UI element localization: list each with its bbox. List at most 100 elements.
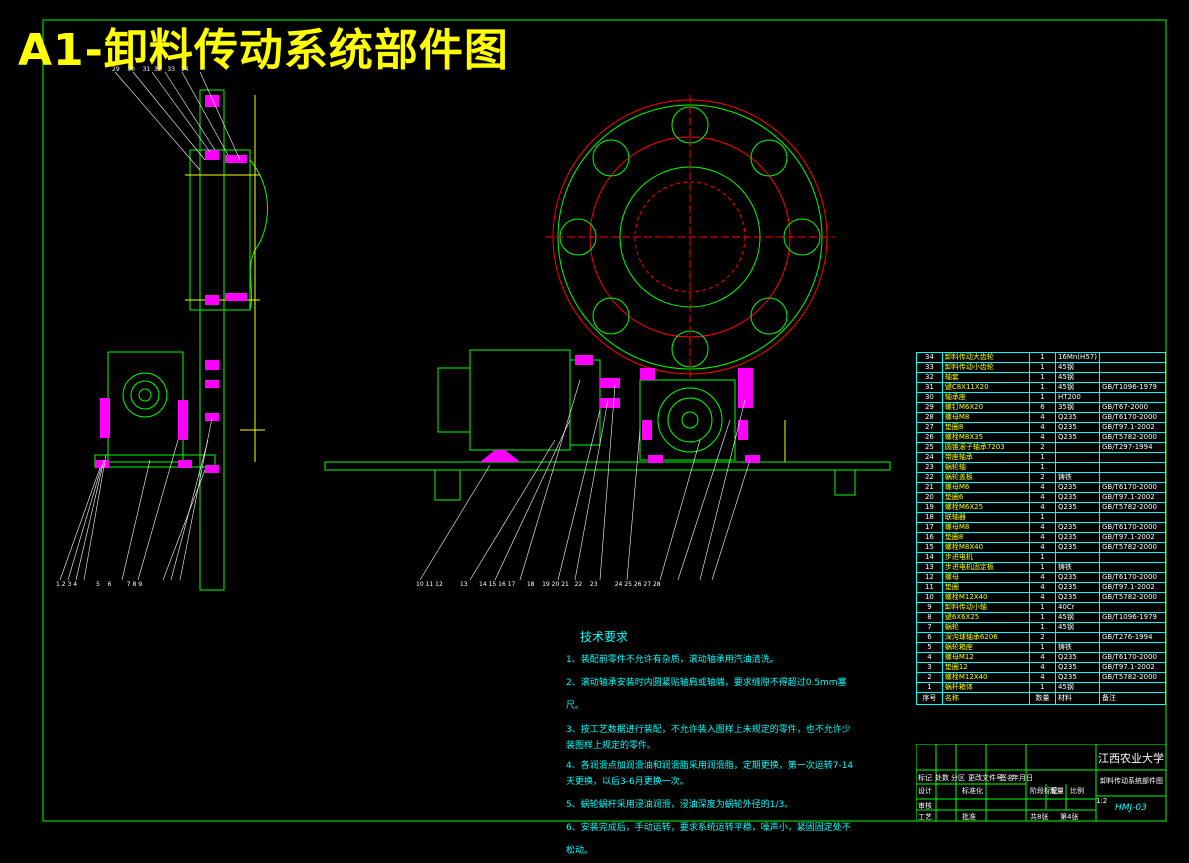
callout-center: 10 11 12 13 14 15 16 17 18 19 20 21 22 2… [416,581,661,588]
tb-scale: 1:2 [1096,797,1108,805]
bom-cell-std: GB/T276-1994 [1098,632,1167,643]
leader-lines [59,71,751,581]
bom-cell-qty: 1 [1029,372,1056,383]
bom-cell-std [1098,392,1167,403]
bom-cell-qty: 1 [1029,452,1056,463]
bom-cell-name: 螺钉M6X20 [941,402,1031,413]
bom-cell-no: 17 [916,522,943,533]
bom-cell-std [1098,452,1167,463]
bom-cell-mat: 铸铁 [1054,562,1100,573]
bom-cell-name: 螺栓M8X35 [941,432,1031,443]
tb-sheet-no: 第4张 [1060,813,1079,821]
bom-cell-mat: 35钢 [1054,402,1100,413]
bom-cell-std [1098,562,1167,573]
bom-cell-std: GB/T6170-2000 [1098,482,1167,493]
bom-cell-mat: 铸铁 [1054,642,1100,653]
bom-cell-mat [1054,632,1100,643]
bom-cell-std: GB/T297-1994 [1098,442,1167,453]
bom-cell-name: 螺栓M12X40 [941,672,1031,683]
bom-cell-qty: 数量 [1029,692,1056,705]
bom-cell-no: 18 [916,512,943,523]
tb-label-count: 处数 [935,774,949,782]
bom-cell-no: 15 [916,542,943,553]
tb-label-stage: 阶段标记 [1030,787,1058,795]
bom-cell-name: 螺母M8 [941,522,1031,533]
bom-cell-name: 步进电机 [941,552,1031,563]
bom-cell-qty: 1 [1029,622,1056,633]
bom-cell-no: 1 [916,682,943,693]
left-side-view [94,89,268,591]
bom-cell-qty: 4 [1029,412,1056,423]
bom-cell-no: 27 [916,422,943,433]
drawing-frame [42,19,1167,822]
bom-cell-qty: 4 [1029,672,1056,683]
bom-cell-name: 步进电机固定板 [941,562,1031,573]
bom-cell-std: GB/T6170-2000 [1098,572,1167,583]
bom-cell-mat: Q235 [1054,492,1100,503]
bom-cell-mat: 45钢 [1054,382,1100,393]
bom-cell-no: 28 [916,412,943,423]
bom-cell-qty: 4 [1029,482,1056,493]
bom-cell-name: 螺母M12 [941,652,1031,663]
bom-cell-qty: 4 [1029,532,1056,543]
bom-cell-mat [1054,452,1100,463]
bom-header-row: 序号名称数量材料备注 [916,692,1167,705]
bom-cell-no: 25 [916,442,943,453]
bom-cell-std [1098,642,1167,653]
bom-cell-qty: 1 [1029,362,1056,373]
bom-cell-qty: 6 [1029,402,1056,413]
bom-cell-no: 2 [916,672,943,683]
bom-cell-no: 26 [916,432,943,443]
motor-and-base [324,349,891,501]
bom-cell-mat: HT200 [1054,392,1100,403]
bom-cell-name: 垫圈8 [941,532,1031,543]
bom-cell-no: 34 [916,352,943,363]
bom-cell-name: 圆锥滚子轴承7203 [941,442,1031,453]
bom-cell-name: 联轴器 [941,512,1031,523]
bom-cell-qty: 4 [1029,422,1056,433]
bom-cell-std [1098,552,1167,563]
bom-cell-no: 12 [916,572,943,583]
bom-cell-no: 10 [916,592,943,603]
bom-cell-no: 13 [916,562,943,573]
bom-cell-mat [1054,512,1100,523]
tb-label-change: 更改文件号 [968,774,1003,782]
bom-cell-name: 卸料传动小齿轮 [941,362,1031,373]
bom-cell-no: 14 [916,552,943,563]
bom-cell-mat: Q235 [1054,542,1100,553]
bom-cell-qty: 1 [1029,512,1056,523]
bom-cell-mat: Q235 [1054,422,1100,433]
tech-item: 3、按工艺数据进行装配，不允许装入图样上未规定的零件，也不允许少装图样上规定的零… [566,725,851,751]
bom-cell-name: 键6X6X25 [941,612,1031,623]
bom-cell-qty: 1 [1029,602,1056,613]
left-section-hatch [95,95,247,473]
bom-cell-mat: Q235 [1054,502,1100,513]
vertical-shaft-plate [199,89,225,591]
bom-cell-no: 16 [916,532,943,543]
tb-label-date: 年月日 [1012,774,1033,782]
bom-cell-std: GB/T5782-2000 [1098,432,1167,443]
bom-cell-name: 名称 [941,692,1031,705]
bom-cell-std [1098,462,1167,473]
bom-cell-std: GB/T5782-2000 [1098,672,1167,683]
bom-cell-std [1098,682,1167,693]
bom-cell-mat: 40Cr [1054,602,1100,613]
bom-cell-std [1098,622,1167,633]
bom-cell-name: 螺母M6 [941,482,1031,493]
bom-cell-mat: Q235 [1054,672,1100,683]
bom-cell-name: 螺母M8 [941,412,1031,423]
bom-cell-qty: 4 [1029,662,1056,673]
bom-cell-qty: 4 [1029,582,1056,593]
bom-cell-name: 蜗轮轴 [941,462,1031,473]
bom-cell-mat [1054,442,1100,453]
